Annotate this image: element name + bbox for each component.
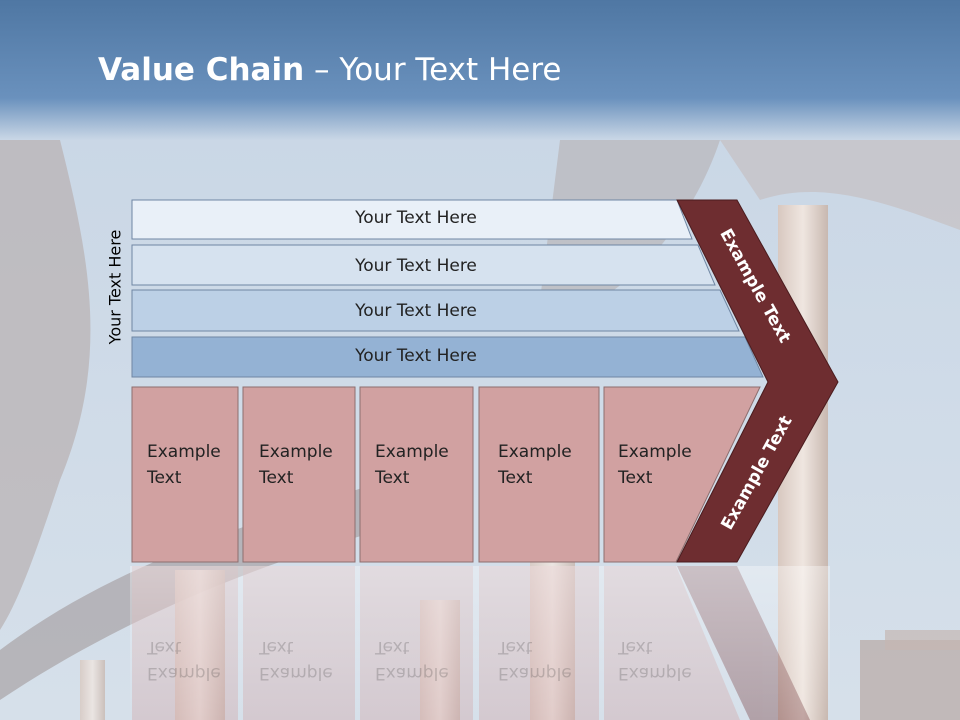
box-2-line1: Example: [259, 442, 333, 462]
box-1-line2: Text: [147, 468, 182, 488]
title-bold: Value Chain: [98, 52, 305, 88]
box-3-line2: Text: [375, 468, 410, 488]
box-2-line2: Text: [259, 468, 294, 488]
box-3-label: Example Text: [375, 439, 449, 491]
box-1-line1: Example: [147, 442, 221, 462]
bar-3-shape: [131, 289, 740, 332]
box-5-shape: [603, 386, 761, 563]
box-4-shape: [478, 386, 600, 563]
bar-1-shape: [131, 199, 693, 240]
box-3-shape: [359, 386, 474, 563]
bar-2-label: Your Text Here: [355, 256, 477, 276]
title-rest: – Your Text Here: [304, 52, 562, 88]
box-1-label: Example Text: [147, 439, 221, 491]
box-4-line2: Text: [498, 468, 533, 488]
bar-4-shape: [131, 336, 764, 378]
box-2-label: Example Text: [259, 439, 333, 491]
box-4-label: Example Text: [498, 439, 572, 491]
box-5-line1: Example: [618, 442, 692, 462]
box-4-line1: Example: [498, 442, 572, 462]
box-5-label: Example Text: [618, 439, 692, 491]
page-title: Value Chain – Your Text Here: [98, 52, 561, 88]
box-3-line1: Example: [375, 442, 449, 462]
chevron-arrow-shape: [676, 199, 839, 563]
bar-1-label: Your Text Here: [355, 208, 477, 228]
box-2-shape: [242, 386, 356, 563]
bar-3-label: Your Text Here: [355, 301, 477, 321]
bar-2-shape: [131, 244, 716, 286]
box-5-line2: Text: [618, 468, 653, 488]
title-band: [0, 0, 960, 140]
bar-4-label: Your Text Here: [355, 346, 477, 366]
box-1-shape: [131, 386, 239, 563]
